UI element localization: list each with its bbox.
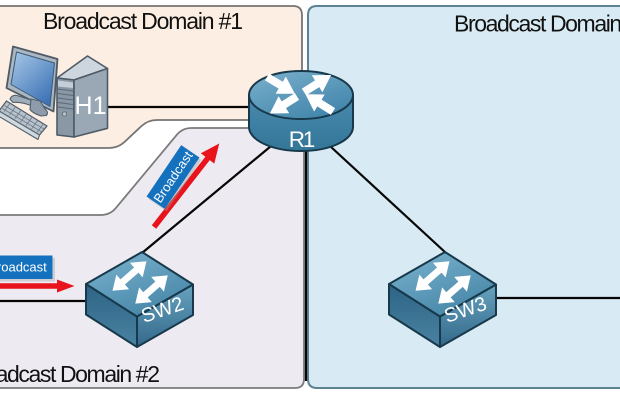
svg-text:Broadcast Domain #2: Broadcast Domain #2 [0, 361, 160, 387]
svg-text:H1: H1 [75, 92, 107, 120]
svg-text:Broadcast: Broadcast [0, 260, 47, 275]
svg-text:Broadcast Domain #1: Broadcast Domain #1 [43, 8, 243, 34]
svg-text:R1: R1 [289, 127, 316, 152]
svg-text:Broadcast Domain #3: Broadcast Domain #3 [454, 11, 620, 37]
